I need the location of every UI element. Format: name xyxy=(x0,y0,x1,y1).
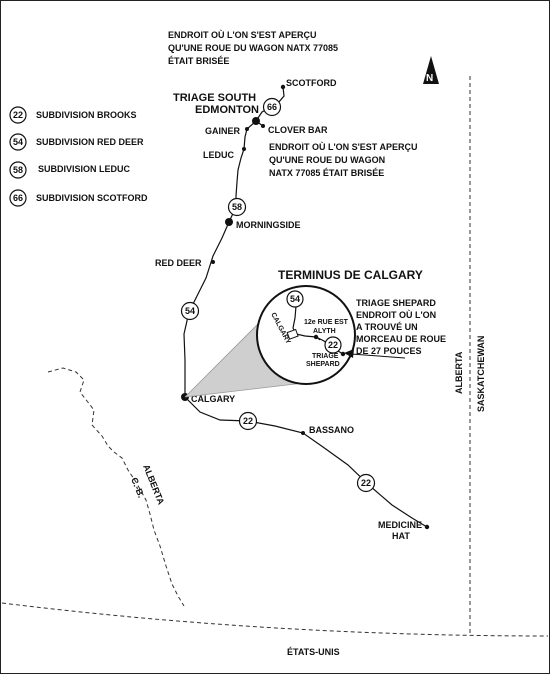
label-medicine-hat-1: MEDICINE xyxy=(378,520,422,530)
clover-bar-note: ENDROIT OÙ L'ON S'EST APERÇU QU'UNE ROUE… xyxy=(269,141,417,178)
label-morningside: MORNINGSIDE xyxy=(236,220,301,230)
clover-note-line-1: ENDROIT OÙ L'ON S'EST APERÇU xyxy=(269,141,417,152)
shepard-note-line-1: TRIAGE SHEPARD xyxy=(356,298,436,308)
label-triage-se-2: EDMONTON xyxy=(195,104,259,116)
label-clover-bar: CLOVER BAR xyxy=(268,125,328,135)
inset-badge-22: 22 xyxy=(328,340,338,350)
label-medicine-hat-2: HAT xyxy=(392,531,410,541)
legend-item-scotford: 66 SUBDIVISION SCOTFORD xyxy=(9,189,148,207)
border-label-alberta-east: ALBERTA xyxy=(454,351,464,394)
route-badge-58-text: 58 xyxy=(232,202,242,212)
inset-label-shepard-2: SHEPARD xyxy=(306,361,340,368)
shepard-note-line-5: DE 27 POUCES xyxy=(356,346,422,356)
clover-note-line-3: NATX 77085 ÉTAIT BRISÉE xyxy=(269,168,384,178)
border-label-usa: ÉTATS-UNIS xyxy=(287,647,340,657)
shepard-note-line-2: ENDROIT OÙ L'ON xyxy=(356,309,436,320)
label-triage-se-1: TRIAGE SOUTH xyxy=(173,92,256,104)
legend-label-red-deer: SUBDIVISION RED DEER xyxy=(36,137,144,147)
route-badge-22a-text: 22 xyxy=(243,416,253,426)
top-note-line-3: ÉTAIT BRISÉE xyxy=(168,56,229,66)
route-badge-22b-text: 22 xyxy=(361,478,371,488)
inset-badge-54: 54 xyxy=(290,294,300,304)
legend-item-leduc: 58 SUBDIVISION LEDUC xyxy=(9,161,131,179)
north-arrow-icon: N xyxy=(423,56,439,84)
label-gainer: GAINER xyxy=(205,126,241,136)
label-leduc: LEDUC xyxy=(203,150,234,160)
legend-item-red-deer: 54 SUBDIVISION RED DEER xyxy=(9,133,144,151)
legend-label-leduc: SUBDIVISION LEDUC xyxy=(38,164,131,174)
shepard-pointer-arrow xyxy=(344,349,406,359)
inset-calgary-terminus: 54 22 CALGARY 12e RUE EST ALYTH TRIAGE S… xyxy=(256,285,356,385)
inset-title: TERMINUS DE CALGARY xyxy=(278,268,423,282)
top-note-line-2: QU'UNE ROUE DU WAGON NATX 77085 xyxy=(168,43,338,53)
legend-code-leduc: 58 xyxy=(13,165,23,175)
station-dot-medicine-hat xyxy=(424,524,430,530)
legend-code-scotford: 66 xyxy=(13,193,23,203)
label-bassano: BASSANO xyxy=(309,425,354,435)
legend-code-brooks: 22 xyxy=(13,110,23,120)
station-dot-bassano xyxy=(301,431,305,435)
route-badge-54-text: 54 xyxy=(185,306,195,316)
legend: 22 SUBDIVISION BROOKS 54 SUBDIVISION RED… xyxy=(9,106,148,207)
border-us xyxy=(1,602,549,637)
legend-label-scotford: SUBDIVISION SCOTFORD xyxy=(36,193,148,203)
station-dot-scotford xyxy=(280,84,286,90)
station-dot-red-deer xyxy=(211,260,215,264)
shepard-note-line-4: MORCEAU DE ROUE xyxy=(356,334,446,344)
rail-line-main xyxy=(183,86,428,528)
station-dot-triage-se xyxy=(252,117,260,125)
label-scotford: SCOTFORD xyxy=(286,78,337,88)
clover-note-line-2: QU'UNE ROUE DU WAGON xyxy=(269,155,385,165)
route-badge-66-text: 66 xyxy=(267,102,277,112)
top-note-line-1: ENDROIT OÙ L'ON S'EST APERÇU xyxy=(168,29,316,40)
route-badge-22a: 22 xyxy=(238,411,258,431)
shepard-note: TRIAGE SHEPARD ENDROIT OÙ L'ON A TROUVÉ … xyxy=(356,298,446,356)
legend-label-brooks: SUBDIVISION BROOKS xyxy=(36,110,137,120)
route-badge-54: 54 xyxy=(180,301,200,321)
station-dot-clover-bar xyxy=(261,124,265,128)
label-calgary: CALGARY xyxy=(191,394,235,404)
border-label-saskatchewan: SASKATCHEWAN xyxy=(476,336,486,412)
inset-label-shepard-1: TRIAGE xyxy=(312,353,339,360)
shepard-note-line-3: A TROUVÉ UN xyxy=(356,322,418,332)
top-note: ENDROIT OÙ L'ON S'EST APERÇU QU'UNE ROUE… xyxy=(168,29,338,66)
route-badge-66: 66 xyxy=(262,97,282,117)
station-dot-gainer xyxy=(245,127,249,131)
station-dot-leduc xyxy=(242,147,246,151)
legend-code-red-deer: 54 xyxy=(13,137,23,147)
label-red-deer: RED DEER xyxy=(155,258,202,268)
north-label: N xyxy=(426,73,433,84)
station-dot-morningside xyxy=(225,218,233,226)
inset-label-alyth-1: 12e RUE EST xyxy=(304,319,349,326)
route-badge-22b: 22 xyxy=(356,473,376,493)
legend-item-brooks: 22 SUBDIVISION BROOKS xyxy=(9,106,137,124)
inset-label-alyth-2: ALYTH xyxy=(313,328,336,335)
route-badge-58: 58 xyxy=(227,197,247,217)
